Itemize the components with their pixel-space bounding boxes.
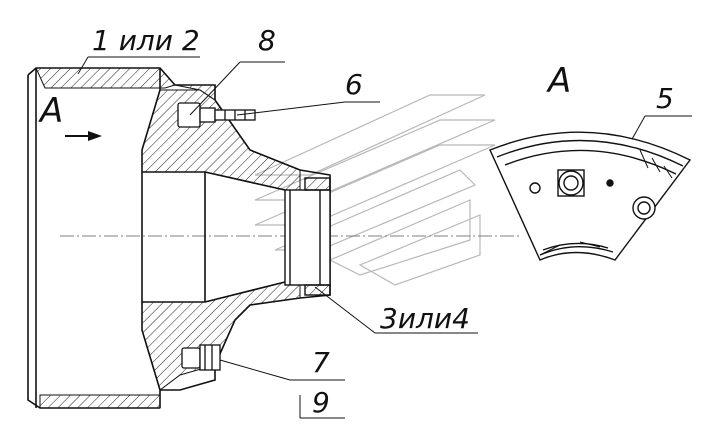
- label-part-3-or-4: 3или4: [380, 302, 470, 335]
- label-part-8: 8: [258, 24, 276, 57]
- label-part-6: 6: [345, 68, 363, 101]
- hatched-walls: [35, 67, 301, 409]
- section-a-view: [489, 131, 692, 261]
- label-part-5: 5: [656, 82, 674, 115]
- view-a-arrow: [65, 131, 102, 141]
- label-view-a-right: A: [546, 61, 571, 101]
- bolt-bottom: [181, 344, 221, 371]
- bolt-top: [177, 102, 256, 128]
- bearing: [284, 177, 331, 296]
- label-view-a-left: A: [38, 91, 63, 131]
- label-part-9: 9: [312, 386, 330, 419]
- leader-lines: [77, 56, 692, 419]
- label-part-7: 7: [312, 346, 330, 379]
- label-part-1-or-2: 1 или 2: [92, 24, 200, 57]
